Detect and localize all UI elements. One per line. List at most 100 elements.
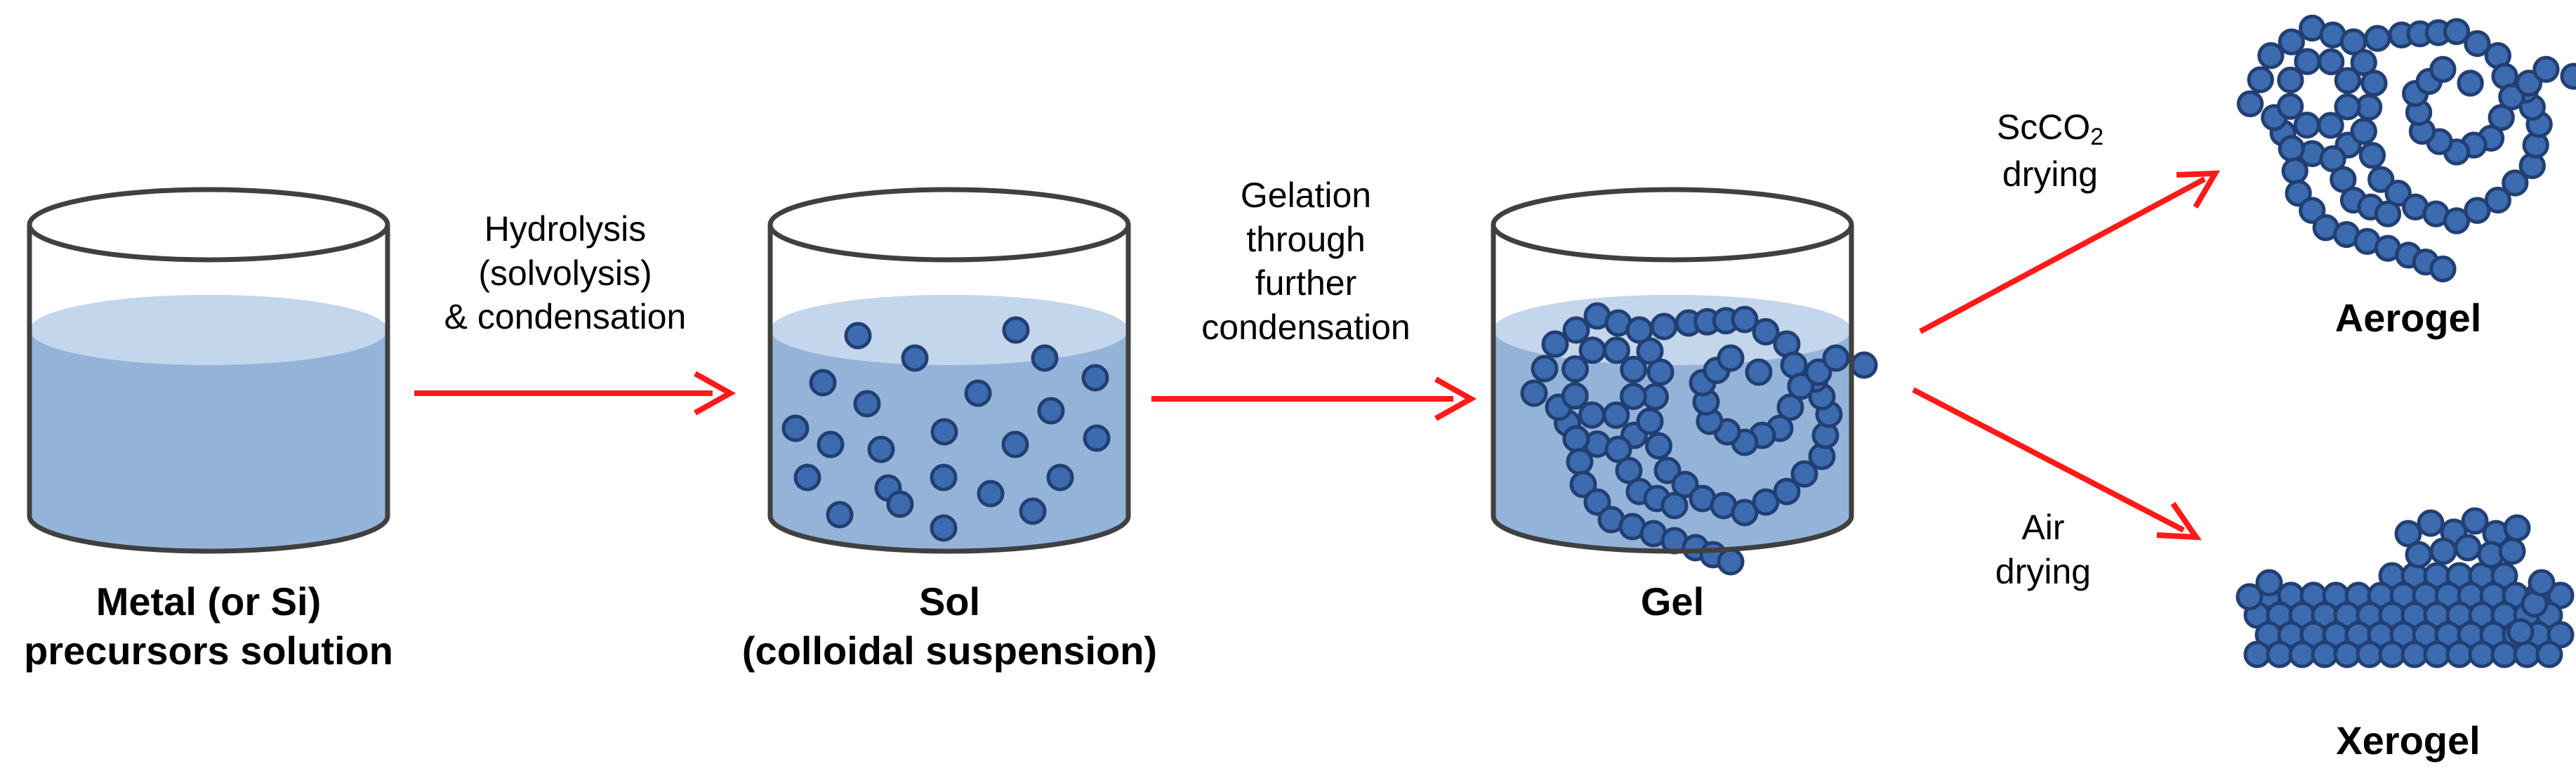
- particle: [2488, 104, 2515, 131]
- particle: [2374, 200, 2402, 228]
- particle: [1636, 337, 1664, 365]
- particle: [1752, 318, 1780, 345]
- particle: [1602, 401, 1630, 429]
- particle: [1578, 401, 1606, 429]
- particle: [2277, 66, 2304, 94]
- particle: [1636, 407, 1664, 435]
- particle: [2513, 640, 2541, 668]
- beaker-precursor-rim: [27, 187, 390, 263]
- particle: [1531, 355, 1559, 383]
- particle: [1561, 355, 1590, 383]
- particle: [2405, 541, 2433, 569]
- particle: [2318, 48, 2345, 76]
- particle: [977, 480, 1005, 508]
- xerogel-label-line1: Xerogel: [2336, 718, 2481, 763]
- particle: [826, 501, 854, 529]
- particle: [1583, 488, 1611, 516]
- particle: [1804, 358, 1832, 386]
- particle: [1520, 379, 1548, 407]
- particle: [2367, 166, 2395, 193]
- particle: [2457, 70, 2484, 97]
- scco2-label: ScCO2 drying: [1952, 105, 2148, 196]
- particle: [2429, 55, 2457, 83]
- particle: [2464, 29, 2491, 58]
- particle: [1619, 383, 1647, 410]
- arrow-hydrolysis: [414, 371, 737, 416]
- gelation-label-line1: Gelation: [1240, 176, 1372, 215]
- sol-label-line2: (colloidal suspension): [741, 628, 1158, 673]
- particle: [930, 463, 958, 492]
- particle: [2358, 142, 2386, 169]
- particle: [2299, 197, 2326, 224]
- particle: [2503, 514, 2531, 542]
- gel-label-line1: Gel: [1640, 579, 1705, 624]
- particle: [1790, 460, 1818, 488]
- particle: [901, 344, 929, 372]
- particle: [2532, 55, 2560, 83]
- particle: [2378, 640, 2406, 668]
- air-label: Air drying: [1959, 506, 2127, 593]
- beaker-gel-body: [1491, 225, 1854, 554]
- sol-particles: [781, 316, 1111, 542]
- particle: [886, 490, 914, 518]
- particle: [1002, 316, 1030, 344]
- particle: [781, 414, 810, 442]
- aerogel-label-line1: Aerogel: [2334, 296, 2482, 340]
- gel-label: Gel: [1567, 577, 1778, 626]
- particle: [1671, 470, 1699, 499]
- particle: [1717, 344, 1745, 372]
- particle: [2384, 180, 2412, 207]
- sol-label-line1: Sol: [918, 579, 981, 624]
- particle: [1603, 336, 1630, 364]
- particle: [2464, 197, 2491, 224]
- particle: [1083, 424, 1111, 452]
- particle: [2490, 640, 2518, 668]
- particle: [1787, 372, 1815, 400]
- particle: [1645, 432, 1672, 460]
- particle: [1037, 397, 1065, 425]
- arrow-gelation: [1151, 376, 1477, 421]
- particle: [2356, 640, 2384, 668]
- particle: [1541, 330, 1569, 358]
- particle: [2443, 207, 2471, 235]
- sol-label: Sol (colloidal suspension): [723, 577, 1176, 675]
- aerogel-label: Aerogel: [2289, 294, 2528, 343]
- air-label-line1: Air: [2021, 508, 2065, 547]
- arrow-air: [1912, 387, 2202, 541]
- hydrolysis-label-line2: (solvolysis): [478, 253, 652, 293]
- scco2-label-line1: ScCO2: [1952, 105, 2148, 152]
- particle: [1776, 393, 1804, 421]
- particle: [1625, 316, 1653, 344]
- particle: [2255, 569, 2283, 597]
- precursor-label: Metal (or Si) precursors solution: [15, 577, 402, 675]
- particle: [2257, 42, 2285, 70]
- air-label-line2: drying: [1995, 551, 2092, 591]
- scco2-label-line2: drying: [2002, 154, 2099, 194]
- particle: [2468, 640, 2496, 668]
- particle: [1745, 358, 1773, 386]
- particle: [2445, 640, 2473, 668]
- particle: [2333, 640, 2361, 668]
- beaker-precursor-surface: [29, 295, 388, 365]
- particle: [930, 514, 958, 542]
- particle: [2317, 112, 2344, 139]
- particle: [2515, 70, 2543, 97]
- beaker-sol-rim: [767, 187, 1131, 263]
- particle: [2294, 48, 2321, 75]
- particle: [809, 369, 837, 397]
- particle: [2484, 186, 2511, 214]
- particle: [1646, 358, 1675, 386]
- particle: [1615, 456, 1643, 484]
- particle: [2293, 112, 2320, 139]
- gelation-label-line2: through: [1246, 219, 1366, 259]
- particle: [1081, 364, 1109, 392]
- particle: [1001, 430, 1029, 459]
- particle: [1620, 355, 1648, 383]
- gelation-label-line4: condensation: [1201, 307, 1411, 347]
- particle: [2276, 93, 2304, 120]
- particle: [1660, 492, 1689, 520]
- gel-network: [1520, 302, 1878, 576]
- particle: [1578, 336, 1606, 364]
- particle: [930, 418, 958, 446]
- particle: [1046, 463, 1074, 492]
